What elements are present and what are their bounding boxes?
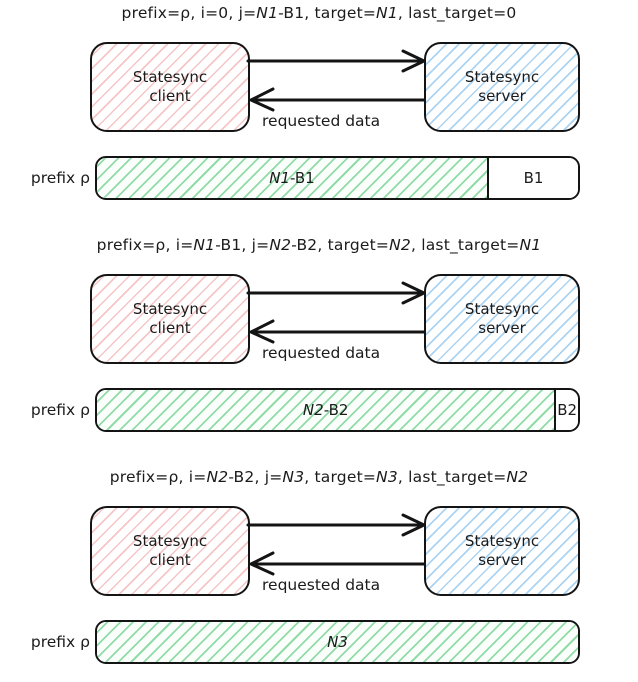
- bar-segment-label: N2-B2: [302, 401, 349, 419]
- bar-segment-filled: N3: [97, 622, 578, 662]
- server-label-line2: server: [478, 87, 526, 105]
- response-arrow-label: requested data: [262, 112, 381, 130]
- response-arrow-head: [249, 87, 275, 112]
- prefix-bar: N1-B1 B1: [95, 156, 580, 200]
- prefix-bar: N3: [95, 620, 580, 664]
- round-caption: prefix=ρ, i=N2-B2, j=N3, target=N3, last…: [109, 468, 529, 486]
- bar-segment-filled: N2-B2: [97, 390, 557, 430]
- client-label-line2: client: [149, 319, 191, 337]
- response-arrow-label: requested data: [262, 576, 381, 594]
- prefix-bar-row: prefix ρ N2-B2 B2: [0, 388, 638, 436]
- client-label-line2: client: [149, 87, 191, 105]
- bar-segment-label: B2: [557, 401, 578, 419]
- prefix-bar-label: prefix ρ: [30, 401, 90, 419]
- response-arrow-head: [249, 319, 275, 344]
- statesync-server-box: Statesync server: [424, 274, 580, 364]
- bar-segment-label: N1-B1: [269, 169, 315, 187]
- client-label-line2: client: [149, 551, 191, 569]
- client-label-line1: Statesync: [132, 531, 208, 550]
- response-arrow-label: requested data: [262, 344, 381, 362]
- response-arrow-head: [249, 551, 275, 576]
- statesync-server-box: Statesync server: [424, 506, 580, 596]
- prefix-bar: N2-B2 B2: [95, 388, 580, 432]
- server-label-line2: server: [478, 551, 526, 569]
- bar-segment-label: B1: [523, 169, 544, 187]
- statesync-client-box: Statesync client: [90, 506, 250, 596]
- server-label-line2: server: [478, 319, 526, 337]
- prefix-bar-label: prefix ρ: [30, 169, 90, 187]
- exchange-arrows: [246, 281, 426, 344]
- server-label-line1: Statesync: [464, 299, 540, 318]
- bar-segment-label: N3: [327, 633, 348, 651]
- bar-segment-filled: N1-B1: [97, 158, 489, 198]
- statesync-client-box: Statesync client: [90, 274, 250, 364]
- prefix-bar-row: prefix ρ N3: [0, 620, 638, 668]
- round-caption: prefix=ρ, i=0, j=N1-B1, target=N1, last_…: [121, 4, 517, 22]
- bar-segment-empty: B1: [489, 158, 578, 198]
- statesync-server-box: Statesync server: [424, 42, 580, 132]
- server-label-line1: Statesync: [464, 531, 540, 550]
- client-label-line1: Statesync: [132, 299, 208, 318]
- statesync-client-box: Statesync client: [90, 42, 250, 132]
- prefix-bar-label: prefix ρ: [30, 633, 90, 651]
- bar-segment-empty: B2: [556, 390, 578, 430]
- prefix-bar-row: prefix ρ N1-B1 B1: [0, 156, 638, 204]
- client-label-line1: Statesync: [132, 67, 208, 86]
- round-caption: prefix=ρ, i=N1-B1, j=N2-B2, target=N2, l…: [96, 236, 542, 254]
- server-label-line1: Statesync: [464, 67, 540, 86]
